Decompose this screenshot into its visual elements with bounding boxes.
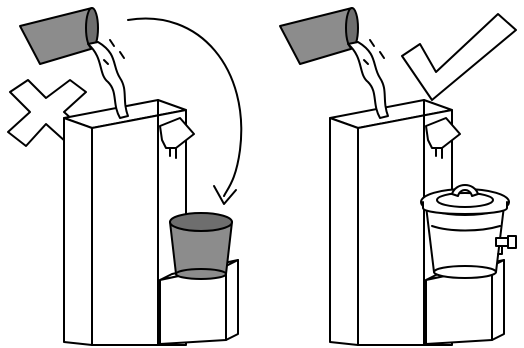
panel-incorrect: [8, 8, 241, 345]
panel-correct: [280, 8, 516, 345]
open-bucket: [170, 213, 232, 279]
check-icon: [402, 14, 516, 100]
pouring-bucket-right: [280, 8, 388, 118]
